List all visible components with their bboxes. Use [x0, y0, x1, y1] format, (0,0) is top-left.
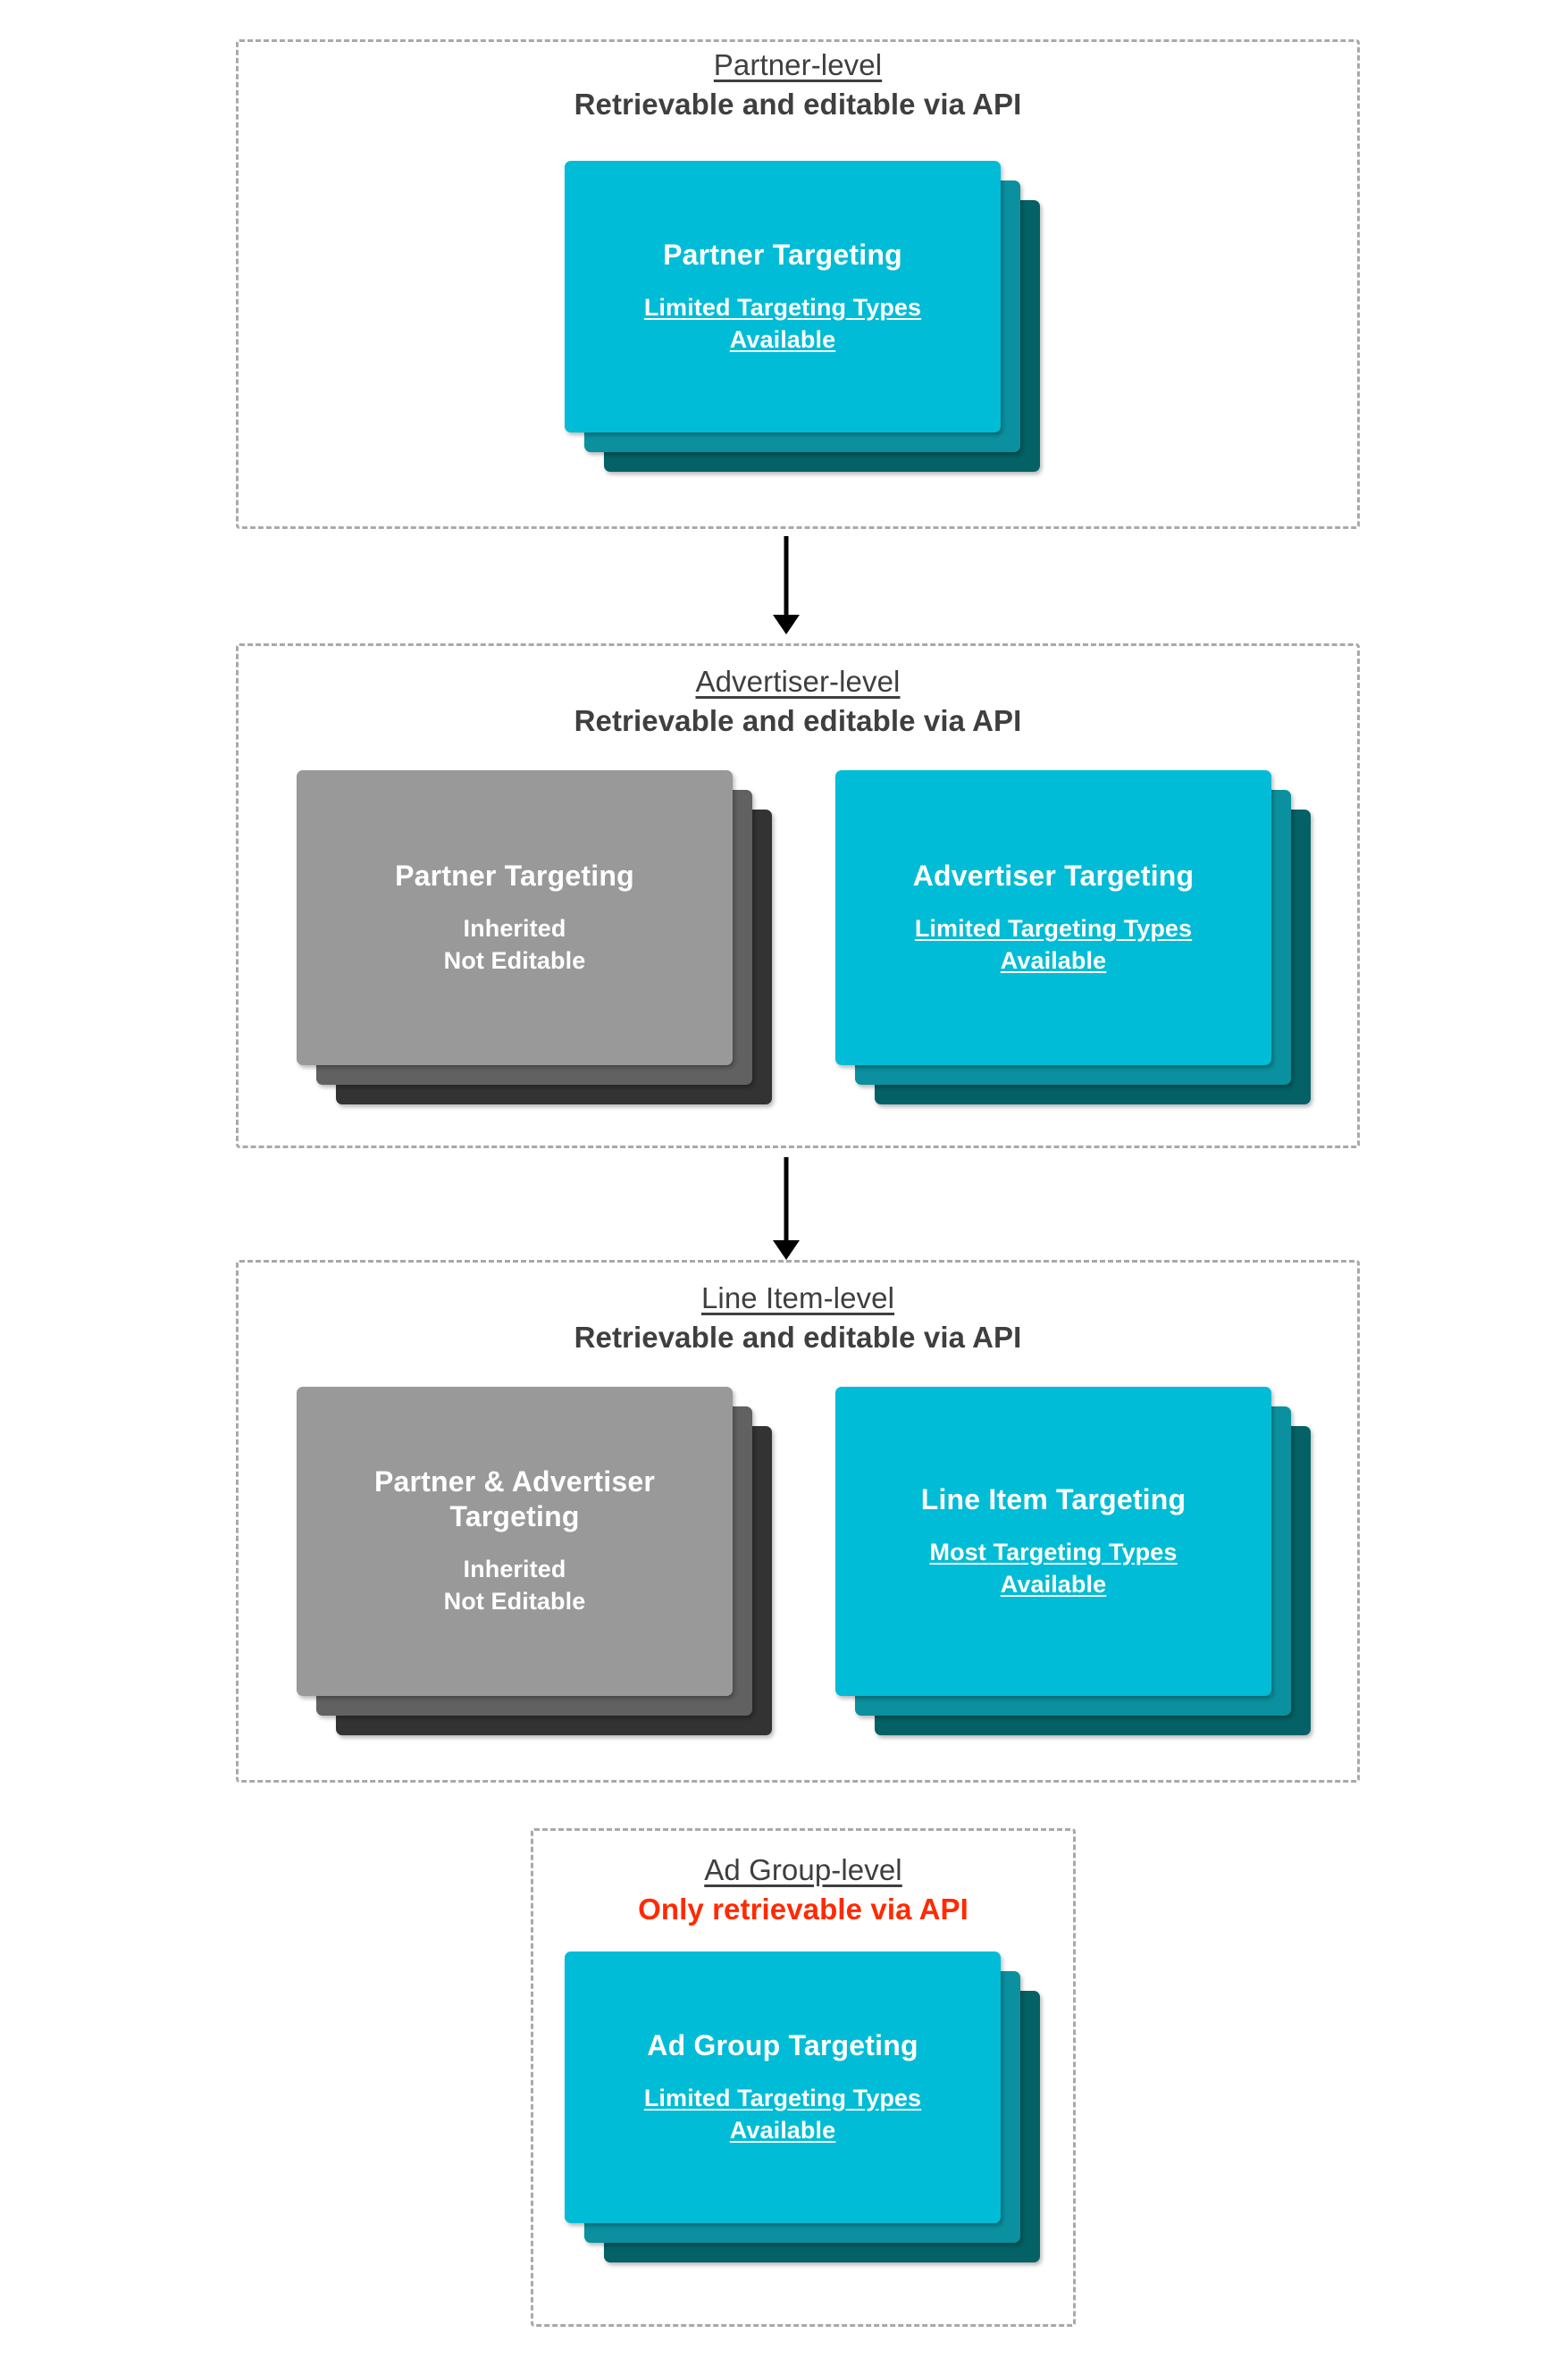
card-stack-advertiser-targeting: Advertiser Targeting Limited Targeting T… [835, 770, 1318, 1128]
connector-partner-to-advertiser [767, 536, 806, 634]
level-box-ad-group [531, 1828, 1076, 2327]
card-title-inherited-partner-advertiser-targeting: Partner & Advertiser Targeting [373, 1465, 656, 1533]
card-subtitle-line-2: Available [729, 325, 836, 353]
card-subtitle-line-1: Most Targeting Types [929, 1538, 1178, 1565]
connector-advertiser-to-line-item [767, 1157, 806, 1260]
card-stack-partner-targeting: Partner Targeting Limited Targeting Type… [565, 161, 1047, 491]
card-subtitle-line-2: Available [729, 2116, 836, 2144]
card-subtitle-line-1: Limited Targeting Types [643, 2084, 922, 2111]
card-subtitle-line-item-targeting: Most Targeting Types Available [929, 1537, 1177, 1600]
card-subtitle-inherited-partner-advertiser-targeting: Inherited Not Editable [444, 1554, 586, 1617]
level-box-line-item [236, 1260, 1360, 1783]
card-subtitle-partner-targeting: Limited Targeting Types Available [644, 292, 921, 356]
card-subtitle-inherited-partner-targeting: Inherited Not Editable [444, 913, 586, 977]
card-subtitle-line-1: Limited Targeting Types [643, 293, 922, 321]
card-inherited-partner-targeting[interactable]: Partner Targeting Inherited Not Editable [297, 770, 733, 1065]
card-line-item-targeting[interactable]: Line Item Targeting Most Targeting Types… [835, 1387, 1271, 1696]
card-partner-targeting[interactable]: Partner Targeting Limited Targeting Type… [565, 161, 1001, 432]
card-ad-group-targeting[interactable]: Ad Group Targeting Limited Targeting Typ… [565, 1952, 1001, 2223]
connector-arrowhead [773, 615, 800, 634]
card-subtitle-line-2: Not Editable [443, 946, 586, 974]
connector-arrowhead [773, 1240, 800, 1260]
card-title-line-item-targeting: Line Item Targeting [920, 1482, 1186, 1515]
level-box-advertiser [236, 643, 1360, 1148]
level-box-partner [236, 39, 1360, 529]
card-title-ad-group-targeting: Ad Group Targeting [647, 2028, 918, 2061]
card-title-partner-targeting: Partner Targeting [663, 238, 902, 271]
card-subtitle-line-2: Available [1000, 946, 1107, 974]
card-stack-line-item-inherited: Partner & Advertiser Targeting Inherited… [297, 1387, 779, 1762]
card-subtitle-line-1: Inherited [463, 914, 566, 942]
card-subtitle-line-1: Limited Targeting Types [914, 914, 1193, 942]
card-advertiser-targeting[interactable]: Advertiser Targeting Limited Targeting T… [835, 770, 1271, 1065]
card-subtitle-line-2: Not Editable [443, 1588, 586, 1616]
connector-shaft [784, 1157, 789, 1242]
card-stack-advertiser-inherited: Partner Targeting Inherited Not Editable [297, 770, 779, 1128]
card-stack-ad-group-targeting: Ad Group Targeting Limited Targeting Typ… [565, 1952, 1047, 2282]
connector-shaft [784, 536, 789, 617]
card-stack-line-item-targeting: Line Item Targeting Most Targeting Types… [835, 1387, 1318, 1762]
card-subtitle-line-1: Inherited [463, 1556, 566, 1583]
card-subtitle-advertiser-targeting: Limited Targeting Types Available [915, 913, 1192, 977]
card-title-inherited-partner-targeting: Partner Targeting [395, 859, 634, 892]
card-title-advertiser-targeting: Advertiser Targeting [912, 859, 1195, 892]
card-inherited-partner-advertiser-targeting[interactable]: Partner & Advertiser Targeting Inherited… [297, 1387, 733, 1696]
card-subtitle-line-2: Available [1000, 1570, 1107, 1598]
card-subtitle-ad-group-targeting: Limited Targeting Types Available [644, 2083, 921, 2146]
